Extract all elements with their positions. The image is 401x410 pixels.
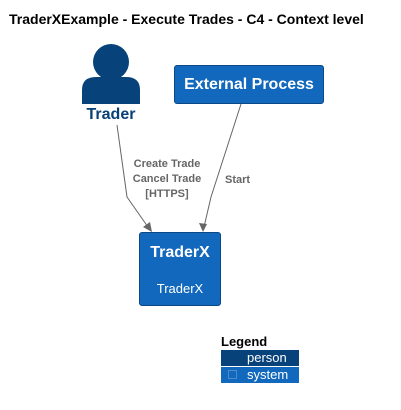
external-to-traderx-arrowhead: [199, 223, 207, 232]
legend-item-label: system: [247, 367, 289, 382]
relationship-label-line: Start: [225, 174, 251, 186]
external-to-traderx-arrow: [203, 103, 242, 228]
legend-item-system: system: [221, 367, 299, 383]
traderx-system-node[interactable]: TraderX TraderX: [139, 232, 221, 306]
legend-swatch-icon: [228, 370, 237, 379]
external-to-traderx-label: Start: [225, 173, 250, 188]
external-process-node[interactable]: External Process: [174, 65, 324, 104]
trader-to-traderx-label: Create Trade Cancel Trade [HTTPS]: [122, 157, 212, 202]
diagram-title: TraderXExample - Execute Trades - C4 - C…: [9, 11, 364, 27]
trader-label: Trader: [86, 106, 136, 123]
legend-item-label: person: [247, 350, 287, 365]
relationship-label-line: Cancel Trade: [132, 173, 202, 185]
traderx-system-description: TraderX: [156, 281, 204, 296]
legend-title: Legend: [221, 334, 268, 349]
legend-item-person: person: [221, 350, 299, 366]
trader-to-traderx-arrow: [116, 124, 149, 228]
relationship-label-line: Create Trade: [133, 158, 201, 170]
relationship-label-line: [HTTPS]: [145, 188, 189, 200]
traderx-system-name: TraderX: [150, 244, 210, 261]
trader-to-traderx-arrowhead: [143, 222, 152, 232]
external-process-label: External Process: [184, 75, 314, 93]
